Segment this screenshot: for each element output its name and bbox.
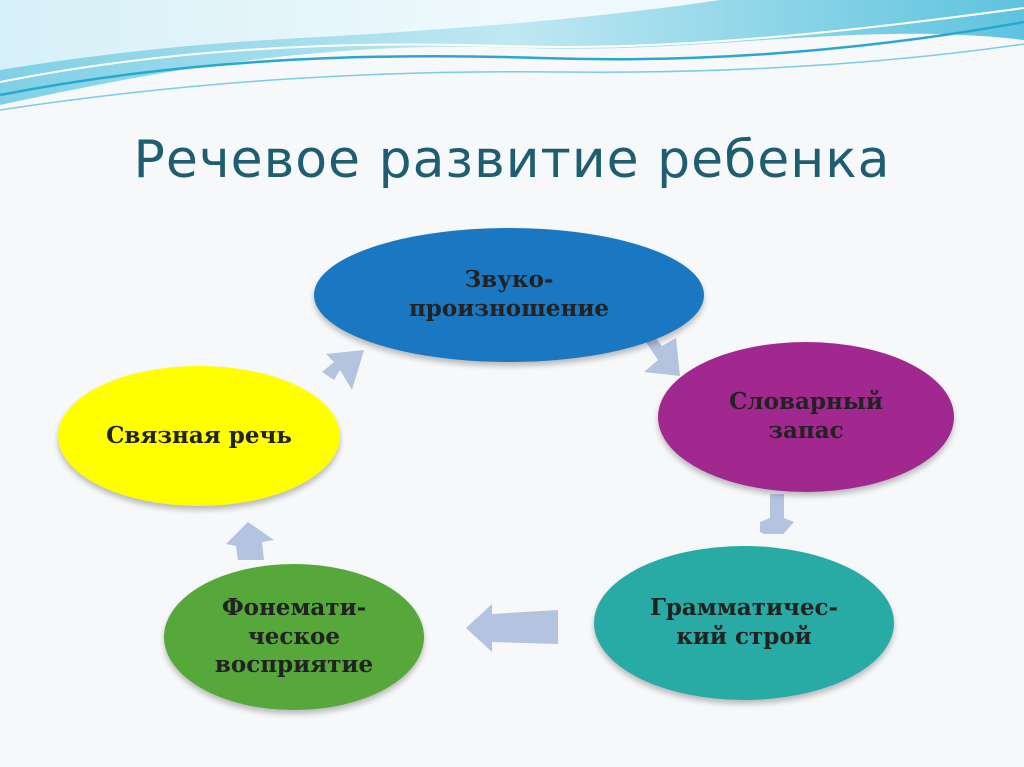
arrow-speech-to-sound — [322, 350, 364, 390]
node-label-sound-pronunciation: Звуко- произношение — [408, 266, 610, 322]
node-coherent-speech: Связная речь — [58, 366, 340, 506]
node-label-grammar: Грамматичес- кий строй — [649, 594, 839, 650]
node-phonemic-perception: Фонемати- ческое восприятие — [164, 564, 424, 710]
node-label-vocabulary: Словарный запас — [729, 388, 883, 444]
node-label-coherent-speech: Связная речь — [106, 421, 292, 449]
node-label-phonemic-perception: Фонемати- ческое восприятие — [214, 593, 374, 679]
node-grammar: Грамматичес- кий строй — [594, 546, 894, 700]
node-vocabulary: Словарный запас — [658, 342, 954, 492]
header-wave-decoration — [0, 0, 1024, 111]
node-sound-pronunciation: Звуко- произношение — [314, 228, 704, 362]
arrow-sound-to-vocab — [644, 336, 680, 376]
arrow-grammar-to-phoneme — [466, 604, 558, 652]
slide-title: Речевое развитие ребенка — [133, 130, 891, 190]
arrow-vocab-to-grammar — [760, 494, 794, 534]
arrow-phoneme-to-speech — [226, 522, 274, 560]
